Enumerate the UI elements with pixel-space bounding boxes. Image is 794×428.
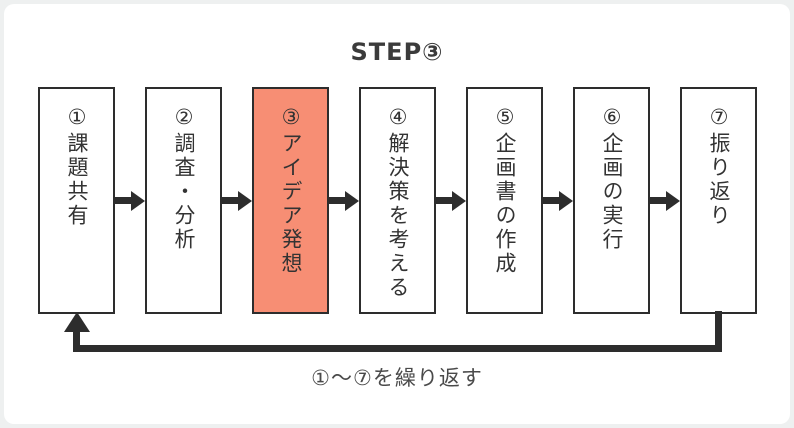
arrow-gap — [329, 87, 359, 314]
arrow-gap — [115, 87, 145, 314]
loop-arrow-segment-down — [715, 311, 722, 352]
step-box-2-research-analysis: ②調査・分析 — [145, 87, 222, 314]
step-label: ⑥企画の実行 — [600, 105, 624, 252]
arrow-gap — [650, 87, 680, 314]
step-label: ④解決策を考える — [386, 105, 410, 300]
loop-arrow-segment-horizontal — [73, 345, 722, 352]
arrow-gap — [543, 87, 573, 314]
arrow-right-icon — [436, 190, 466, 211]
process-steps-row: ①課題共有 ②調査・分析 ③アイデア発想 ④解決策を考える ⑤企画書の作成 — [38, 87, 757, 314]
arrow-gap — [222, 87, 252, 314]
step-box-6-execute-plan: ⑥企画の実行 — [573, 87, 650, 314]
step-label: ①課題共有 — [65, 105, 89, 228]
step-label: ⑦振り返り — [707, 105, 731, 228]
step-box-5-create-proposal: ⑤企画書の作成 — [466, 87, 543, 314]
arrow-right-icon — [543, 190, 573, 211]
arrow-right-icon — [222, 190, 252, 211]
arrow-right-icon — [650, 190, 680, 211]
step-box-1-problem-sharing: ①課題共有 — [38, 87, 115, 314]
step-label: ②調査・分析 — [172, 105, 196, 252]
diagram-card: STEP③ ①課題共有 ②調査・分析 ③アイデア発想 ④解決策を考える ⑤企画書… — [4, 4, 790, 424]
loop-caption: ①〜⑦を繰り返す — [311, 366, 483, 390]
loop-arrow-segment-up — [73, 330, 80, 350]
loop-arrowhead-up-icon — [64, 312, 90, 332]
step-label: ⑤企画書の作成 — [493, 105, 517, 276]
arrow-gap — [436, 87, 466, 314]
arrow-right-icon — [115, 190, 145, 211]
step-box-7-review: ⑦振り返り — [680, 87, 757, 314]
step-box-4-consider-solutions: ④解決策を考える — [359, 87, 436, 314]
step-label: ③アイデア発想 — [279, 105, 303, 276]
diagram-title: STEP③ — [350, 38, 444, 66]
step-box-3-idea-generation-highlighted: ③アイデア発想 — [252, 87, 329, 314]
arrow-right-icon — [329, 190, 359, 211]
